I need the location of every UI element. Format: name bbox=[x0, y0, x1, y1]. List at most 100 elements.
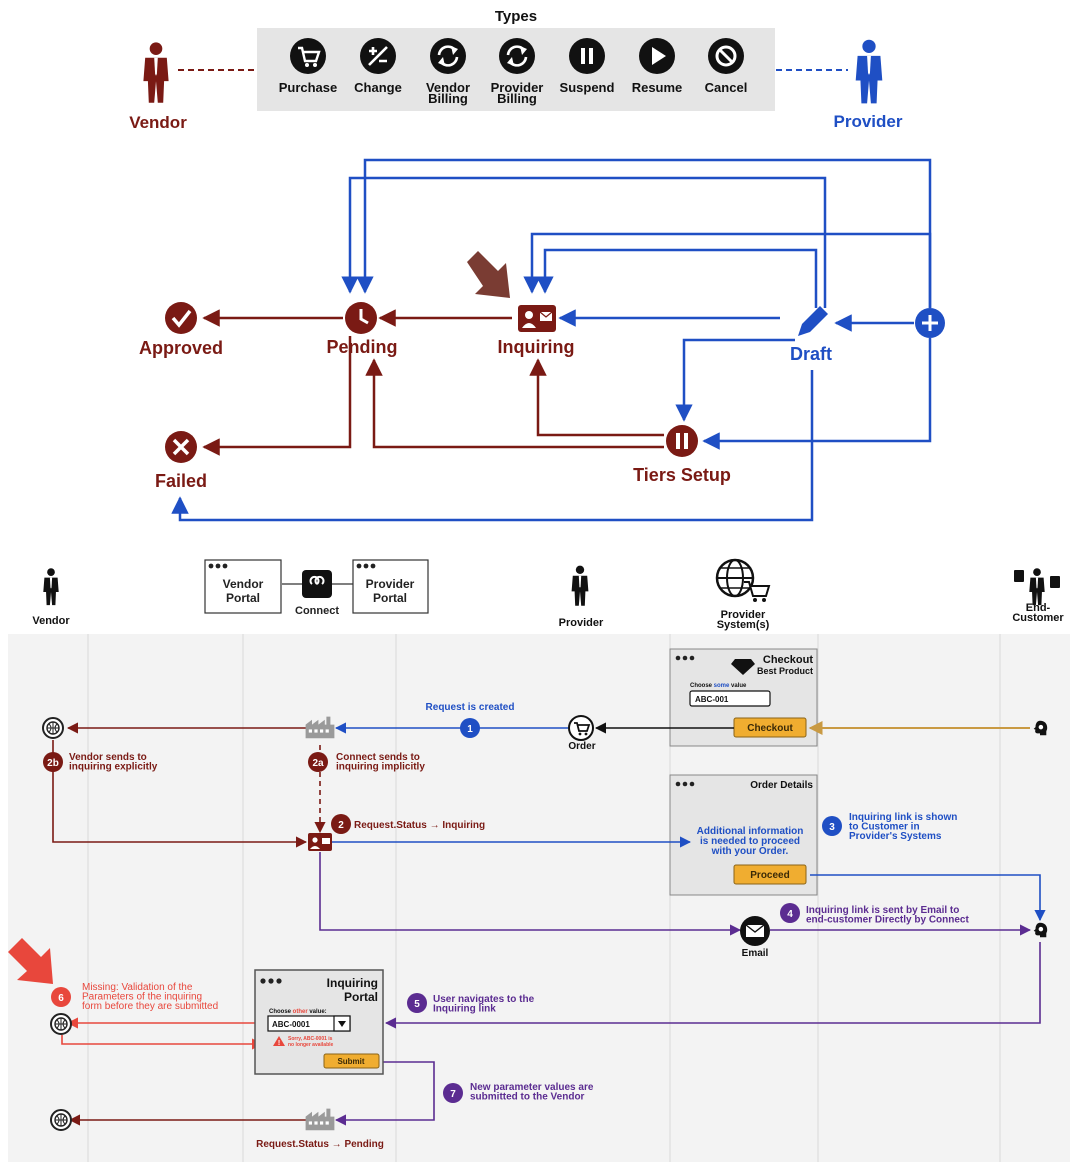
cycle-icon bbox=[499, 38, 535, 74]
proceed-button-label: Proceed bbox=[750, 870, 789, 881]
status-pending-label: Request.Status → Pending bbox=[256, 1139, 384, 1150]
draft-label: Draft bbox=[790, 344, 832, 364]
edge-vendor-to-error bbox=[61, 1035, 264, 1050]
vendor-label: Vendor bbox=[129, 113, 187, 132]
email-envelope-icon bbox=[740, 916, 770, 946]
order-label: Order bbox=[568, 741, 595, 752]
edge-draft-to-failed bbox=[171, 370, 814, 522]
type-item-6: Cancel bbox=[705, 38, 747, 95]
draft-pencil-icon bbox=[798, 306, 828, 336]
failed-label: Failed bbox=[155, 471, 207, 491]
checkout-window: Checkout Best Product Choose some value … bbox=[669, 648, 818, 747]
order-cart-icon bbox=[568, 715, 594, 741]
step-badge bbox=[308, 752, 328, 772]
checkout-prompt: Choose some value bbox=[690, 683, 747, 689]
step-number: 2a bbox=[312, 758, 324, 769]
failed-node: Failed bbox=[155, 431, 207, 491]
create-node bbox=[915, 308, 945, 338]
inquiring-flow: Checkout Best Product Choose some value … bbox=[8, 648, 1048, 1150]
proceed-button[interactable] bbox=[733, 864, 807, 885]
type-item-4: Suspend bbox=[560, 38, 615, 95]
plus-minus-icon bbox=[360, 38, 396, 74]
type-label: Purchase bbox=[279, 80, 338, 95]
edge-tiers-to-inquiring bbox=[529, 358, 664, 437]
highlight-arrow-validation bbox=[8, 938, 53, 984]
step-number: 3 bbox=[829, 822, 835, 833]
step-text: Request.Status → Inquiring bbox=[354, 820, 485, 831]
tiers-pause-icon bbox=[666, 425, 698, 457]
vendor-actor-label: Vendor bbox=[32, 615, 70, 627]
step-badge bbox=[407, 993, 427, 1013]
step-badge bbox=[780, 903, 800, 923]
tiers-setup-node: Tiers Setup bbox=[633, 425, 731, 485]
submit-button-label: Submit bbox=[337, 1057, 364, 1066]
cycle-icon bbox=[430, 38, 466, 74]
type-label: Resume bbox=[632, 80, 683, 95]
edge-draft-to-pending-outer bbox=[341, 176, 827, 308]
step-1: 1 bbox=[460, 718, 480, 738]
request-created-label: Request is created bbox=[426, 702, 515, 713]
vendor-portal-box bbox=[204, 559, 282, 614]
checkout-value: ABC-001 bbox=[695, 695, 729, 704]
submit-button[interactable] bbox=[323, 1053, 380, 1069]
vendor-actor-icon bbox=[43, 568, 59, 606]
step-badge bbox=[51, 987, 71, 1007]
edge-draft-to-inquiring-top bbox=[536, 248, 818, 308]
checkout-value-field[interactable] bbox=[689, 690, 771, 707]
edge-create-to-tiers bbox=[702, 338, 932, 450]
cancel-icon bbox=[708, 38, 744, 74]
step-number: 2b bbox=[47, 758, 59, 769]
svg-text:!: ! bbox=[278, 1040, 280, 1047]
pending-label: Pending bbox=[327, 337, 398, 357]
swimlanes bbox=[8, 634, 1070, 1162]
edge-submit-to-connect bbox=[334, 1061, 435, 1126]
connect-label: Connect bbox=[295, 605, 339, 617]
pending-node: Pending bbox=[327, 302, 398, 357]
vendor-api-icon-1 bbox=[42, 717, 64, 739]
type-label: Change bbox=[354, 80, 402, 95]
edge-draft-to-tiers bbox=[675, 338, 795, 422]
state-machine: Approved Pending Inquiring Draft Failed bbox=[139, 158, 945, 522]
play-icon bbox=[639, 38, 675, 74]
vendor-api-icon-3 bbox=[50, 1109, 72, 1131]
step-badge bbox=[43, 752, 63, 772]
order-details-title: Order Details bbox=[750, 780, 813, 791]
step-badge bbox=[331, 814, 351, 834]
step-number: 7 bbox=[450, 1089, 456, 1100]
provider-actor-icon bbox=[571, 565, 589, 606]
draft-node: Draft bbox=[790, 306, 832, 364]
end-customer-label: End-Customer bbox=[1012, 602, 1064, 624]
edge-pending-to-failed bbox=[202, 336, 352, 456]
step-badge bbox=[460, 718, 480, 738]
checkout-subtitle: Best Product bbox=[757, 666, 813, 676]
provider-figure bbox=[855, 39, 883, 104]
vendor-api-icon-2 bbox=[50, 1013, 72, 1035]
types-title: Types bbox=[495, 8, 537, 25]
diamond-icon bbox=[731, 659, 755, 675]
edge-tiers-to-pending bbox=[365, 358, 664, 449]
step-number: 1 bbox=[467, 724, 473, 735]
edge-proceed-to-customer bbox=[810, 874, 1046, 922]
inquiring-card-small-icon bbox=[308, 833, 332, 851]
inquiring-label: Inquiring bbox=[498, 337, 575, 357]
tiers-setup-label: Tiers Setup bbox=[633, 465, 731, 485]
